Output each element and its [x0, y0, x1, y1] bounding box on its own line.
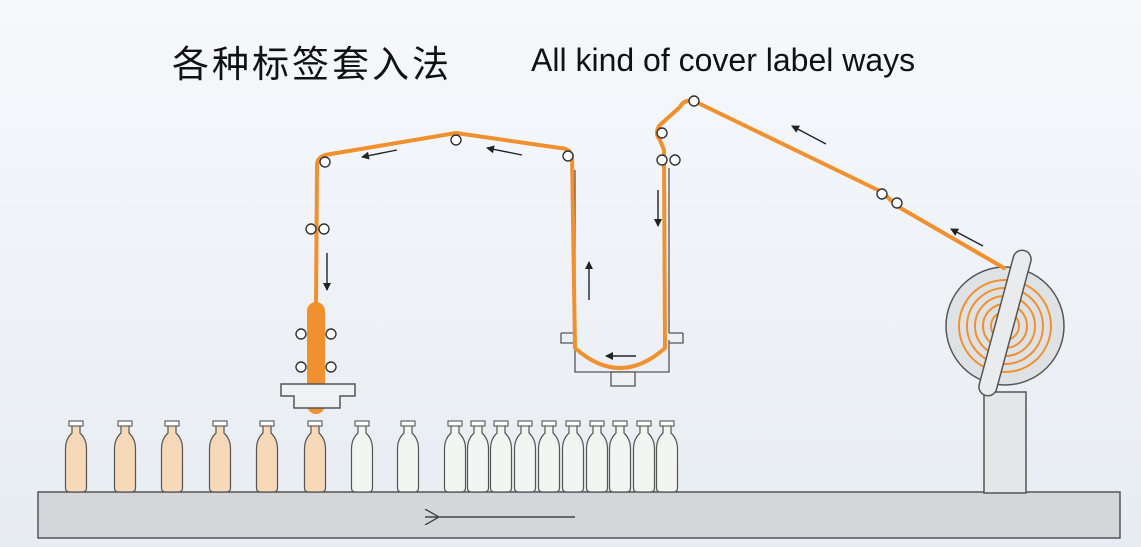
flow-arrow-icon: [361, 149, 398, 160]
bottle-labeled: [160, 422, 184, 493]
guide-roller-icon: [318, 223, 330, 235]
bottle-cap: [493, 420, 509, 427]
flow-arrow-icon: [791, 125, 827, 145]
bottle-cap: [400, 420, 416, 427]
bottle-unlabeled: [608, 422, 632, 493]
bottle-labeled: [113, 422, 137, 493]
bottle-labeled: [303, 422, 327, 493]
bottle-labeled: [255, 422, 279, 493]
bottle-unlabeled: [396, 422, 420, 493]
guide-roller-icon: [325, 328, 337, 340]
guide-roller-icon: [876, 188, 888, 200]
guide-roller-icon: [325, 361, 337, 373]
conveyor: [37, 491, 1121, 539]
bottle-labeled: [208, 422, 232, 493]
accumulator-buffer: [560, 168, 684, 387]
guide-roller-icon: [656, 127, 668, 139]
cutting-unit: [280, 383, 356, 409]
bottle-cap: [541, 420, 557, 427]
buffer-weight: [610, 371, 636, 387]
bottle-unlabeled: [489, 422, 513, 493]
bottle-unlabeled: [632, 422, 656, 493]
roll-arm: [978, 249, 1032, 397]
bottle-cap: [354, 420, 370, 427]
guide-roller-icon: [891, 197, 903, 209]
flow-arrow-icon: [950, 228, 984, 247]
bottle-cap: [517, 420, 533, 427]
guide-roller-icon: [295, 328, 307, 340]
bottle-unlabeled: [466, 422, 490, 493]
sleeving-head: [280, 302, 356, 414]
bottle-unlabeled: [585, 422, 609, 493]
guide-roller-icon: [656, 154, 668, 166]
bottles: [64, 420, 679, 493]
bottle-unlabeled: [537, 422, 561, 493]
bottle-cap: [117, 420, 133, 427]
bottle-cap: [259, 420, 275, 427]
guide-roller-icon: [319, 156, 331, 168]
bottle-unlabeled: [655, 422, 679, 493]
guide-rollers: [295, 95, 903, 373]
title-chinese: 各种标签套入法: [172, 43, 452, 86]
bottle-cap: [68, 420, 84, 427]
bottle-cap: [659, 420, 675, 427]
bottle-cap: [447, 420, 463, 427]
guide-roller-icon: [295, 361, 307, 373]
label-roll-stand: [983, 391, 1027, 494]
bottle-cap: [589, 420, 605, 427]
bottle-cap: [164, 420, 180, 427]
bottle-unlabeled: [513, 422, 537, 493]
bottle-cap: [565, 420, 581, 427]
bottle-cap: [612, 420, 628, 427]
guide-roller-icon: [688, 95, 700, 107]
bottle-unlabeled: [350, 422, 374, 493]
bottle-cap: [470, 420, 486, 427]
bottle-cap: [212, 420, 228, 427]
flow-arrows: [323, 125, 984, 360]
bottle-labeled: [64, 422, 88, 493]
flow-arrow-icon: [486, 145, 523, 156]
bottle-cap: [307, 420, 323, 427]
bottle-unlabeled: [443, 422, 467, 493]
label-web: [314, 98, 1006, 370]
bottle-unlabeled: [561, 422, 585, 493]
title-english: All kind of cover label ways: [531, 42, 916, 78]
guide-roller-icon: [562, 150, 574, 162]
guide-roller-icon: [669, 154, 681, 166]
bottle-cap: [636, 420, 652, 427]
label-roll-icon: [945, 249, 1065, 397]
guide-roller-icon: [305, 223, 317, 235]
guide-roller-icon: [450, 134, 462, 146]
